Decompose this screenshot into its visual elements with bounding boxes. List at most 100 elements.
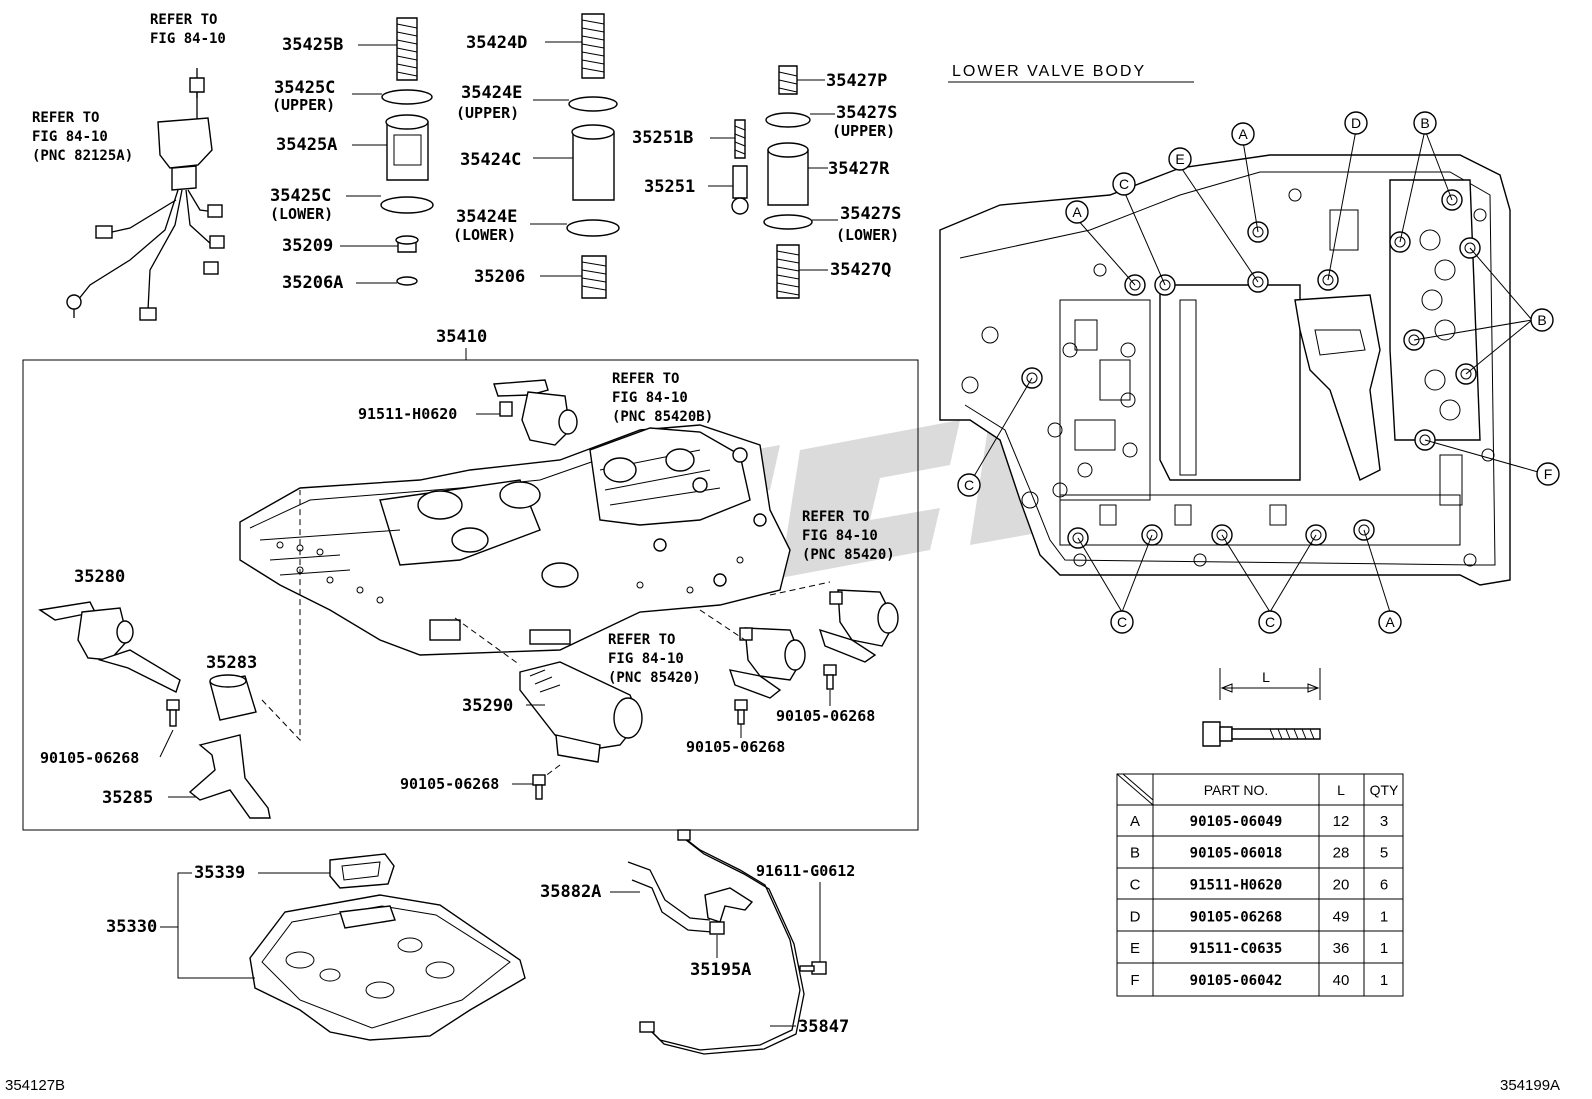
- part-label: 35424E: [461, 83, 522, 103]
- bolt-callout-a1: A: [1065, 200, 1089, 224]
- table-header-part: PART NO.: [1204, 782, 1269, 798]
- table-cell-qty: 6: [1380, 877, 1388, 894]
- part-label: 35206A: [282, 273, 343, 293]
- bolt-icon: [734, 699, 748, 725]
- svg-text:D: D: [1351, 115, 1361, 131]
- lower-valve-body-title: LOWER VALVE BODY: [952, 63, 1146, 80]
- table-cell-qty: 3: [1380, 813, 1388, 830]
- bolt-callout-d: D: [1344, 111, 1368, 135]
- solenoid-35280: [38, 601, 181, 693]
- bolt-callout-c2: C: [957, 473, 981, 497]
- part-label: 35195A: [690, 960, 751, 980]
- part-label: 35425A: [276, 135, 337, 155]
- table-cell-length: 20: [1333, 877, 1350, 894]
- table-cell-key: C: [1130, 877, 1141, 894]
- part-label: (LOWER): [836, 226, 899, 244]
- part-label: 35427P: [826, 71, 887, 91]
- svg-text:B: B: [1420, 115, 1429, 131]
- bolt-callout-c4: C: [1258, 610, 1282, 634]
- part-label: 35425B: [282, 35, 343, 55]
- part-label: (UPPER): [832, 122, 895, 140]
- part-label: 35209: [282, 236, 333, 256]
- table-header-length: L: [1337, 782, 1345, 798]
- figure-code-left: 354127B: [5, 1077, 65, 1094]
- svg-text:A: A: [1385, 614, 1395, 630]
- part-label: 90105-06268: [400, 775, 499, 793]
- bolt-table: [1116, 773, 1404, 997]
- strainer-35283: [209, 674, 257, 721]
- part-label: 35330: [106, 917, 157, 937]
- bolt-callout-c3: C: [1110, 610, 1134, 634]
- valve-body-assembly-box: [22, 359, 919, 831]
- part-label: 90105-06268: [776, 707, 875, 725]
- oil-pan-35330: [249, 853, 526, 1041]
- table-cell-key: E: [1130, 940, 1140, 957]
- shift-solenoid-right: [818, 589, 899, 663]
- part-label: 90105-06268: [40, 749, 139, 767]
- valve-parts-column-3: [708, 65, 838, 299]
- ref-text: FIG 84-10: [802, 528, 878, 544]
- bolt-icon: [166, 699, 180, 727]
- table-cell-part: 90105-06018: [1190, 846, 1283, 862]
- part-label: 91611-G0612: [756, 862, 855, 880]
- part-label: 35427R: [828, 159, 890, 179]
- part-label: (LOWER): [270, 205, 333, 223]
- part-label: 35424D: [466, 33, 527, 53]
- ref-text: (PNC 85420): [608, 670, 701, 686]
- valve-parts-column-2: [530, 13, 620, 299]
- table-cell-qty: 1: [1380, 908, 1388, 925]
- dimension-label: L: [1262, 669, 1270, 685]
- valve-body-assembly: [239, 424, 791, 656]
- part-label: 35882A: [540, 882, 601, 902]
- speed-sensor-harness: [66, 68, 225, 321]
- part-label: (UPPER): [456, 104, 519, 122]
- svg-text:C: C: [1265, 614, 1275, 630]
- table-cell-length: 12: [1333, 813, 1350, 830]
- part-label: 90105-06268: [686, 738, 785, 756]
- leader-lines: [972, 129, 1539, 613]
- part-label: 35290: [462, 696, 513, 716]
- table-cell-length: 28: [1333, 845, 1350, 862]
- bolt-callout-b1: B: [1413, 111, 1437, 135]
- svg-text:E: E: [1175, 151, 1184, 167]
- ref-text: FIG 84-10: [612, 390, 688, 406]
- part-label: 35427Q: [830, 260, 891, 280]
- table-cell-qty: 5: [1380, 845, 1388, 862]
- part-label: 35427S: [836, 103, 897, 123]
- part-label: 35847: [798, 1017, 849, 1037]
- svg-text:F: F: [1544, 466, 1553, 482]
- part-label: 35251B: [632, 128, 693, 148]
- part-label: 35280: [74, 567, 125, 587]
- ref-text: FIG 84-10: [608, 651, 684, 667]
- bolt-length-diagram: [1202, 668, 1321, 747]
- part-label: 35251: [644, 177, 695, 197]
- ref-text: (PNC 82125A): [32, 148, 133, 164]
- svg-text:B: B: [1537, 312, 1546, 328]
- shift-solenoid-middle: [728, 627, 806, 699]
- ref-text: FIG 84-10: [150, 31, 226, 47]
- table-cell-qty: 1: [1380, 972, 1388, 989]
- table-cell-key: B: [1130, 845, 1140, 862]
- part-label: 35285: [102, 788, 153, 808]
- bracket-35285: [188, 734, 271, 819]
- ref-text: REFER TO: [32, 110, 99, 126]
- svg-text:C: C: [964, 477, 974, 493]
- bolt-callout-b2: B: [1530, 308, 1554, 332]
- bolt-callout-e: E: [1168, 147, 1192, 171]
- oil-tube-assembly: [627, 829, 805, 1055]
- part-label: (LOWER): [453, 226, 516, 244]
- ref-text: FIG 84-10: [32, 129, 108, 145]
- table-cell-part: 90105-06042: [1190, 973, 1283, 989]
- svg-text:C: C: [1119, 176, 1129, 192]
- part-label: 35424E: [456, 207, 517, 227]
- part-label: 35206: [474, 267, 525, 287]
- table-cell-qty: 1: [1380, 940, 1388, 957]
- table-cell-key: F: [1130, 972, 1139, 989]
- part-label: 91511-H0620: [358, 405, 457, 423]
- table-cell-key: A: [1130, 813, 1140, 830]
- bolt-icon: [799, 961, 827, 975]
- table-cell-part: 90105-06049: [1190, 814, 1283, 830]
- part-label: 35427S: [840, 204, 901, 224]
- table-cell-length: 40: [1333, 972, 1350, 989]
